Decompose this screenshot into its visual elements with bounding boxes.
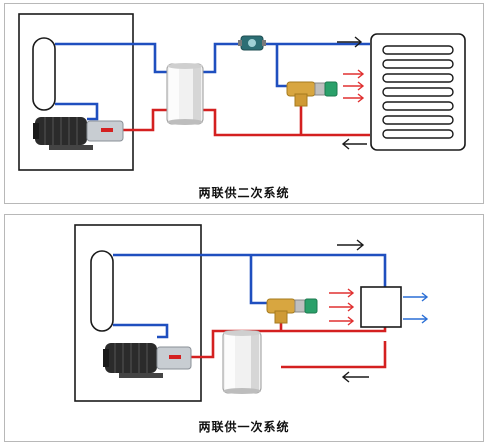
secondary-system-schematic [18,13,466,171]
floor-heating-coil [370,33,466,151]
supply-pipes [113,253,387,339]
buffer-tank [222,330,262,394]
mixing-valve [266,298,318,324]
blue-flow-arrows [403,292,429,324]
heat-exchanger [32,37,56,111]
diagram-secondary-system: 两联供二次系统 [4,3,484,204]
caption-secondary-system: 两联供二次系统 [198,186,290,200]
red-flow-arrows [343,69,365,103]
primary-system-schematic [74,224,429,402]
return-pipes [191,323,387,369]
direction-arrows [337,239,369,383]
caption-primary-system: 两联供一次系统 [198,420,290,434]
mixing-valve [286,81,338,107]
secondary-circulator-pump [238,35,266,51]
diagram-primary-system: 两联供一次系统 [4,214,484,442]
circulation-pump [33,117,124,150]
return-pipes [123,104,370,137]
terminal-unit [360,286,402,328]
circulation-pump [103,343,192,378]
direction-arrows [337,36,367,150]
buffer-tank [166,63,204,125]
supply-pipes [55,42,370,121]
red-flow-arrows [329,288,355,326]
heat-exchanger [90,250,114,332]
